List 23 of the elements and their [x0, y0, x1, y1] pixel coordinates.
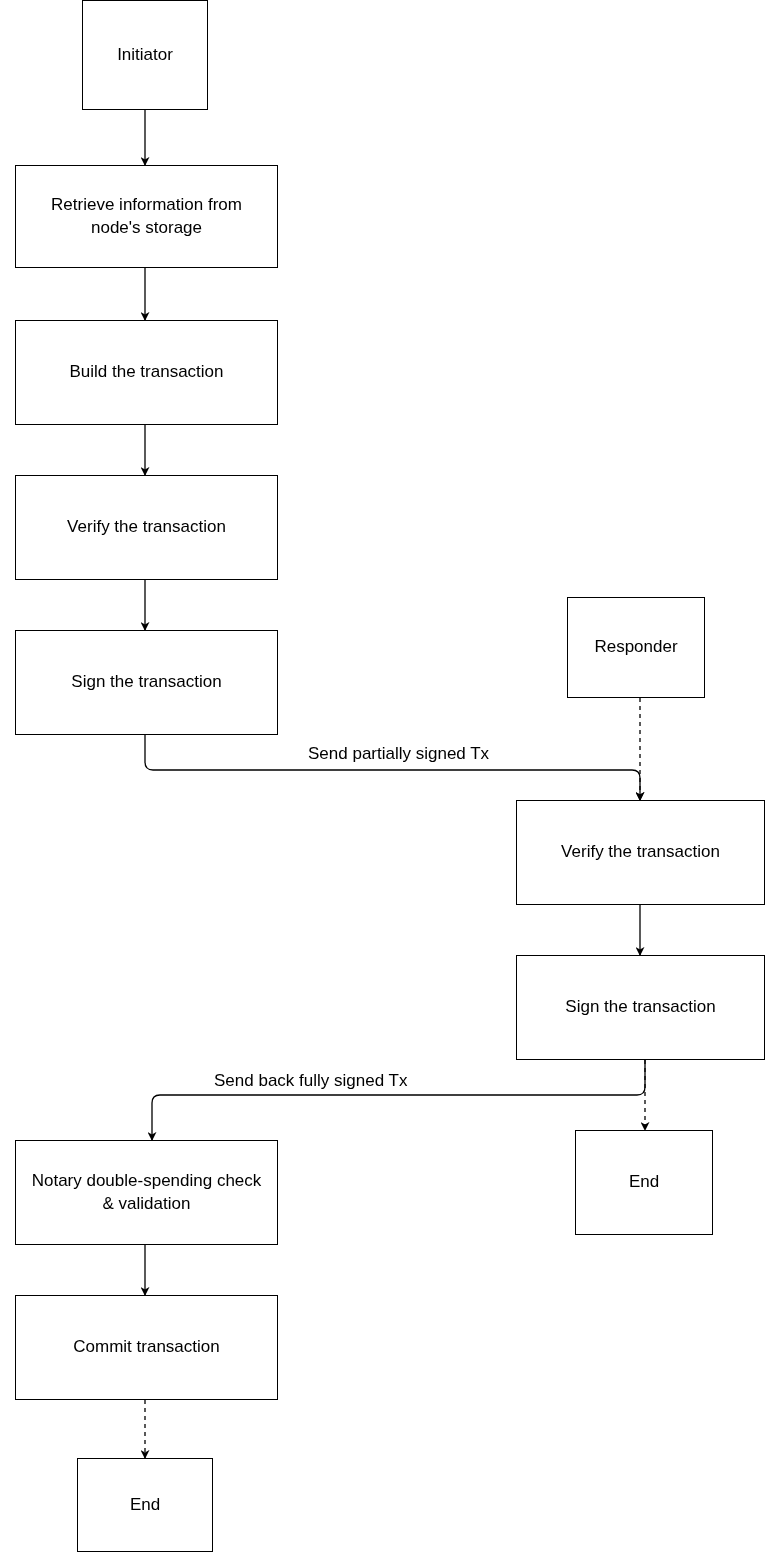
process-box: Sign the transaction	[516, 955, 765, 1060]
arrow	[140, 1244, 150, 1296]
arrow	[140, 109, 150, 166]
edge-label: Send partially signed Tx	[306, 744, 492, 764]
process-box: Responder	[567, 597, 705, 698]
arrow	[640, 1059, 650, 1131]
process-box: Verify the transaction	[15, 475, 278, 580]
process-box: Build the transaction	[15, 320, 278, 425]
process-box: Sign the transaction	[15, 630, 278, 735]
arrow	[140, 424, 150, 476]
process-box: Retrieve information from node's storage	[15, 165, 278, 268]
process-box: Commit transaction	[15, 1295, 278, 1400]
process-box: Verify the transaction	[516, 800, 765, 905]
process-box: End	[77, 1458, 213, 1552]
arrow	[140, 267, 150, 321]
arrow	[635, 904, 645, 956]
edge-label: Send back fully signed Tx	[212, 1071, 410, 1091]
process-box: Notary double-spending check & validation	[15, 1140, 278, 1245]
arrow	[140, 579, 150, 631]
process-box: End	[575, 1130, 713, 1235]
arrow	[635, 697, 645, 801]
process-box: Initiator	[82, 0, 208, 110]
arrow	[140, 1399, 150, 1459]
